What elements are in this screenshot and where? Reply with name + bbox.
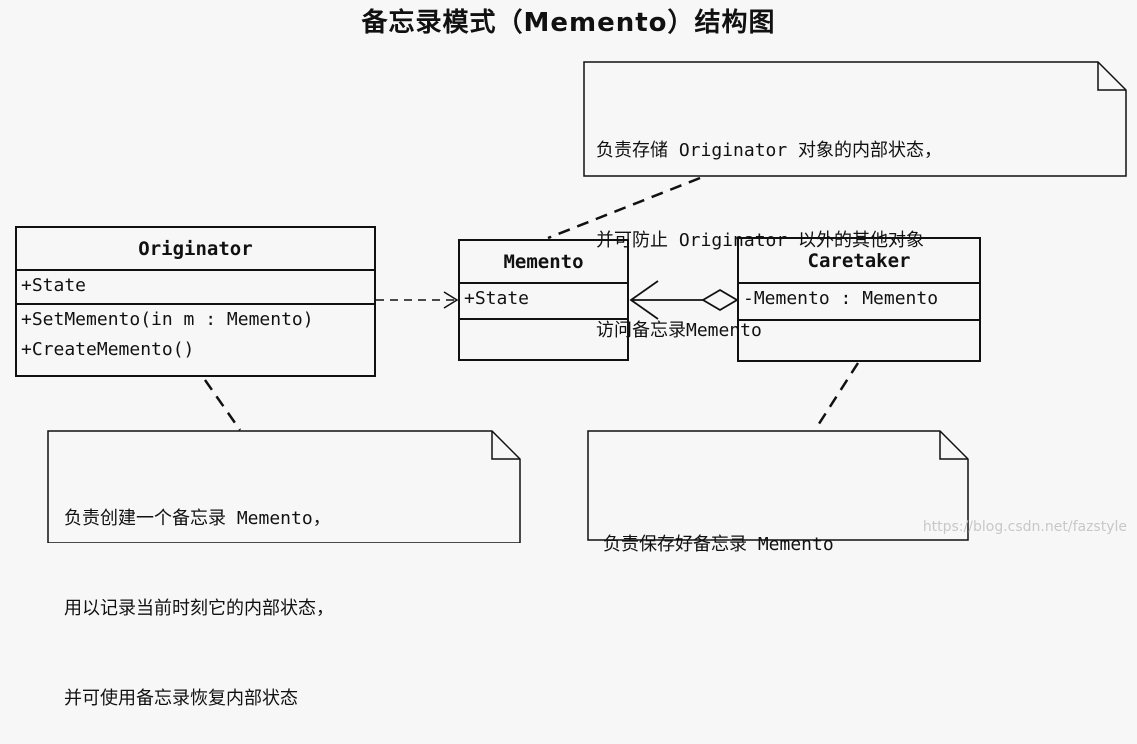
watermark: https://blog.csdn.net/fazstyle [922, 519, 1127, 535]
dependency-arrow [376, 291, 459, 309]
anchor-bottom-right-note [813, 362, 860, 431]
class-name: Memento [460, 241, 627, 284]
note-bottom-left-shape [47, 430, 521, 543]
attribute: -Memento : Memento [743, 288, 939, 309]
anchor-top-note [547, 176, 701, 240]
note-line: 并可防止 Originator 以外的其他对象 [596, 230, 925, 251]
note-bottom-left: 负责创建一个备忘录 Memento， 用以记录当前时刻它的内部状态， 并可使用备… [64, 444, 334, 744]
class-name: Originator [17, 228, 374, 271]
note-line: 用以记录当前时刻它的内部状态， [64, 598, 334, 619]
class-attributes: +State [460, 284, 627, 320]
class-originator: Originator +State +SetMemento(in m : Mem… [15, 226, 376, 377]
diagram-title: 备忘录模式（Memento）结构图 [361, 8, 776, 38]
attribute: +State [21, 275, 87, 296]
attribute: +State [464, 288, 530, 309]
note-line: 负责创建一个备忘录 Memento， [64, 508, 331, 529]
class-operations: +SetMemento(in m : Memento) +CreateMemen… [17, 305, 374, 365]
note-top-shape [583, 61, 1127, 177]
note-line: 并可使用备忘录恢复内部状态 [64, 688, 298, 709]
note-line: 负责存储 Originator 对象的内部状态， [596, 140, 943, 161]
anchor-bottom-left-note [203, 379, 242, 431]
class-name: Caretaker [739, 239, 979, 284]
class-attributes: -Memento : Memento [739, 284, 979, 321]
connector-layer [47, 61, 1127, 543]
class-memento: Memento +State [458, 239, 629, 361]
operation: +CreateMemento() [21, 339, 195, 360]
operation: +SetMemento(in m : Memento) [21, 309, 314, 330]
class-attributes: +State [17, 271, 374, 305]
note-line: 访问备忘录Memento [596, 320, 762, 341]
class-caretaker: Caretaker -Memento : Memento [737, 237, 981, 362]
note-bottom-right: 负责保存好备忘录 Memento [603, 470, 834, 590]
note-top: 负责存储 Originator 对象的内部状态， 并可防止 Originator… [596, 76, 942, 376]
note-line: 负责保存好备忘录 Memento [603, 534, 834, 555]
note-bottom-right-shape [587, 430, 969, 541]
